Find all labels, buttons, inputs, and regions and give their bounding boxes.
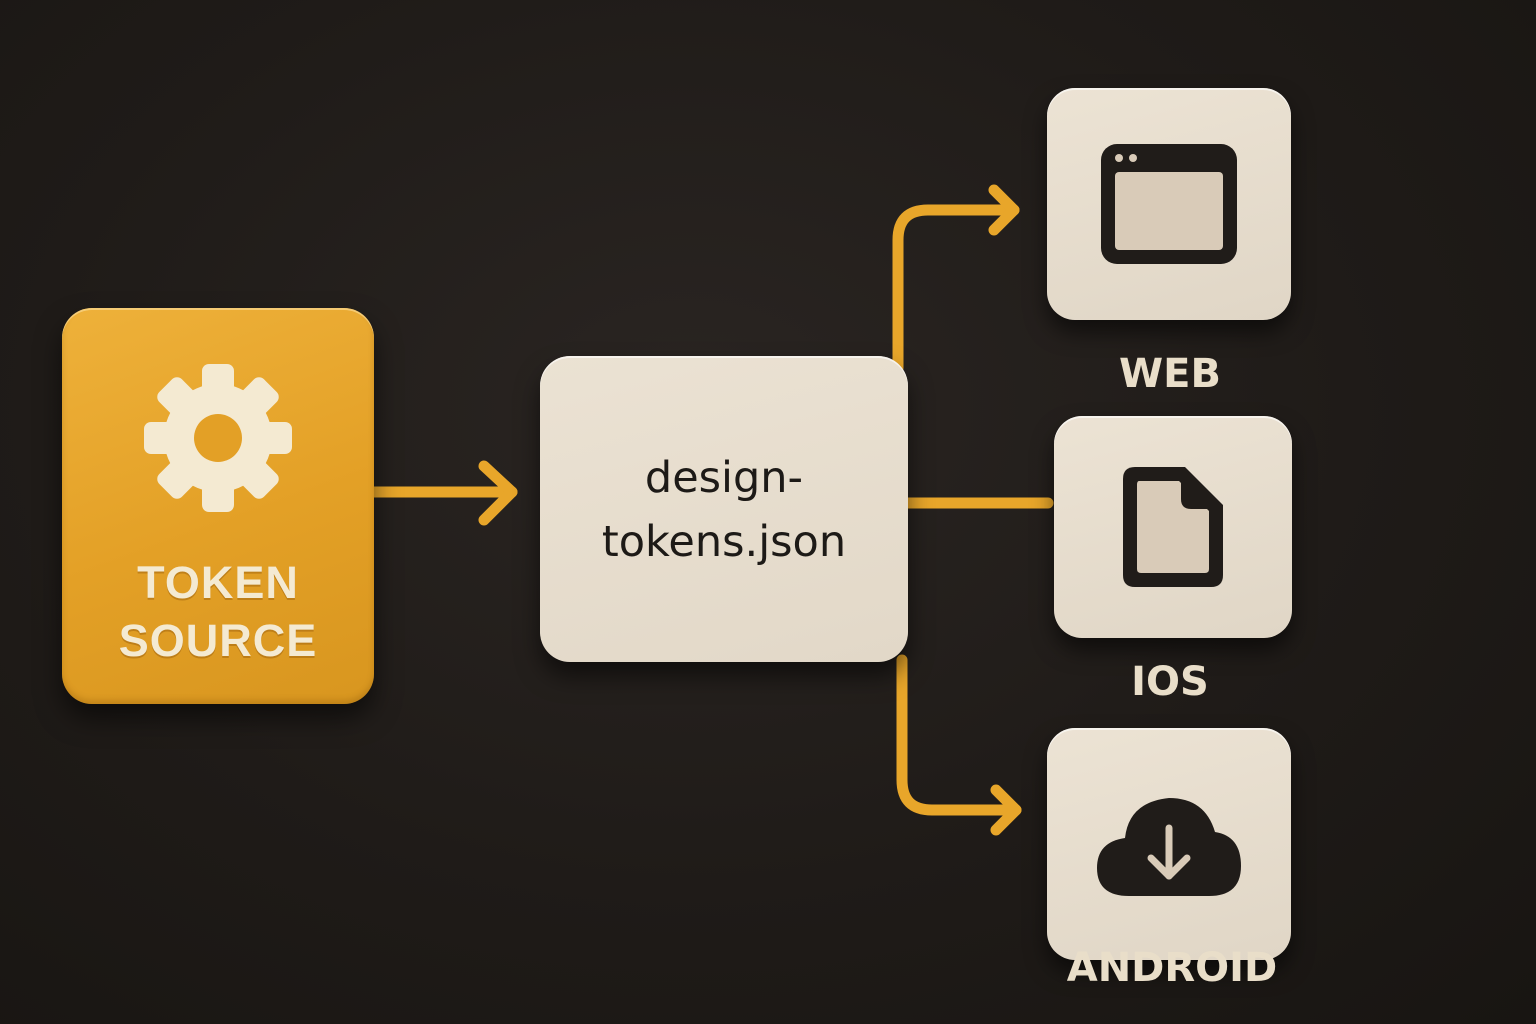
arrowhead-to-web [988,184,1020,236]
arrowhead-to-android [990,784,1022,836]
token-source-label-line1: TOKEN [137,557,299,608]
token-source-node: TOKEN SOURCE [62,308,374,704]
web-target-node [1047,88,1291,320]
cloud-download-icon [1097,798,1241,896]
android-label: ANDROID [1066,945,1278,991]
web-label: WEB [1119,351,1221,397]
document-icon [1123,467,1223,587]
file-label-line2: tokens.json [601,517,847,567]
ios-label: IOS [1131,659,1209,705]
design-tokens-file-node: design- tokens.json [540,356,908,662]
file-label-line1: design- [644,453,804,503]
ios-target-node [1054,416,1292,638]
connector-file-to-web [892,204,1020,374]
android-target-node [1047,728,1291,960]
browser-window-icon [1101,144,1237,264]
arrowhead-source-to-file [478,460,518,526]
design-tokens-file-label: design- tokens.json [540,446,908,574]
gear-icon [144,364,292,512]
token-source-label: TOKEN SOURCE [62,554,374,670]
token-source-label-line2: SOURCE [118,615,318,666]
connector-file-to-android [896,654,1022,816]
